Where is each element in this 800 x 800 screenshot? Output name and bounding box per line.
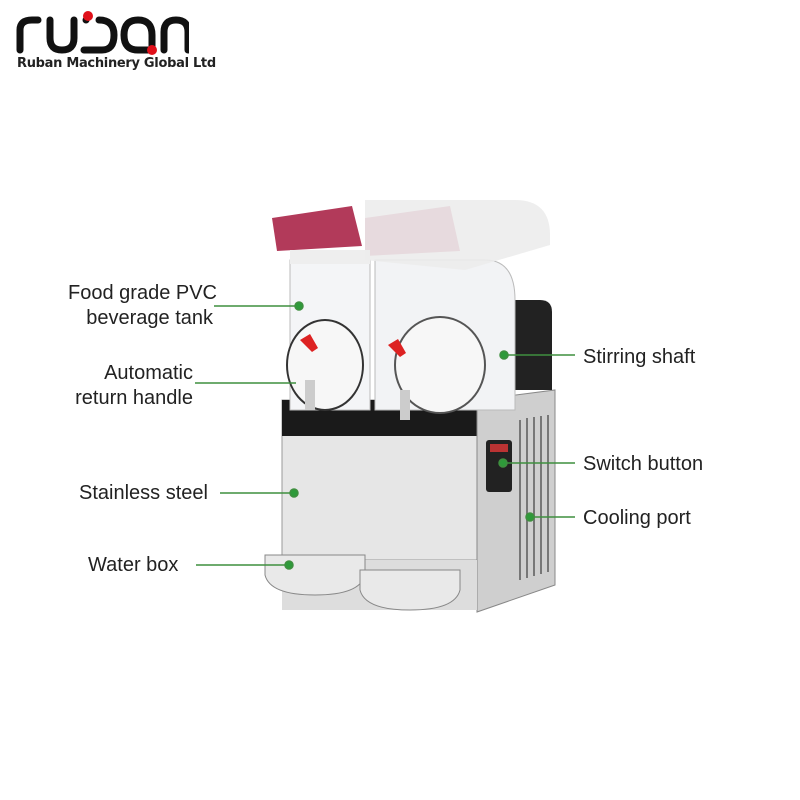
callout-handle: Automatic return handle: [75, 362, 193, 409]
company-name: Ruban Machinery Global Ltd: [17, 56, 216, 71]
callout-stainless-steel: Stainless steel: [79, 482, 208, 504]
ruban-logo: [16, 11, 189, 55]
callout-cooling-port: Cooling port: [583, 507, 691, 529]
callout-switch-button: Switch button: [583, 453, 704, 475]
callout-tank: Food grade PVC beverage tank: [68, 282, 217, 329]
callout-stirring-shaft: Stirring shaft: [583, 346, 696, 368]
callout-water-box: Water box: [88, 554, 179, 576]
